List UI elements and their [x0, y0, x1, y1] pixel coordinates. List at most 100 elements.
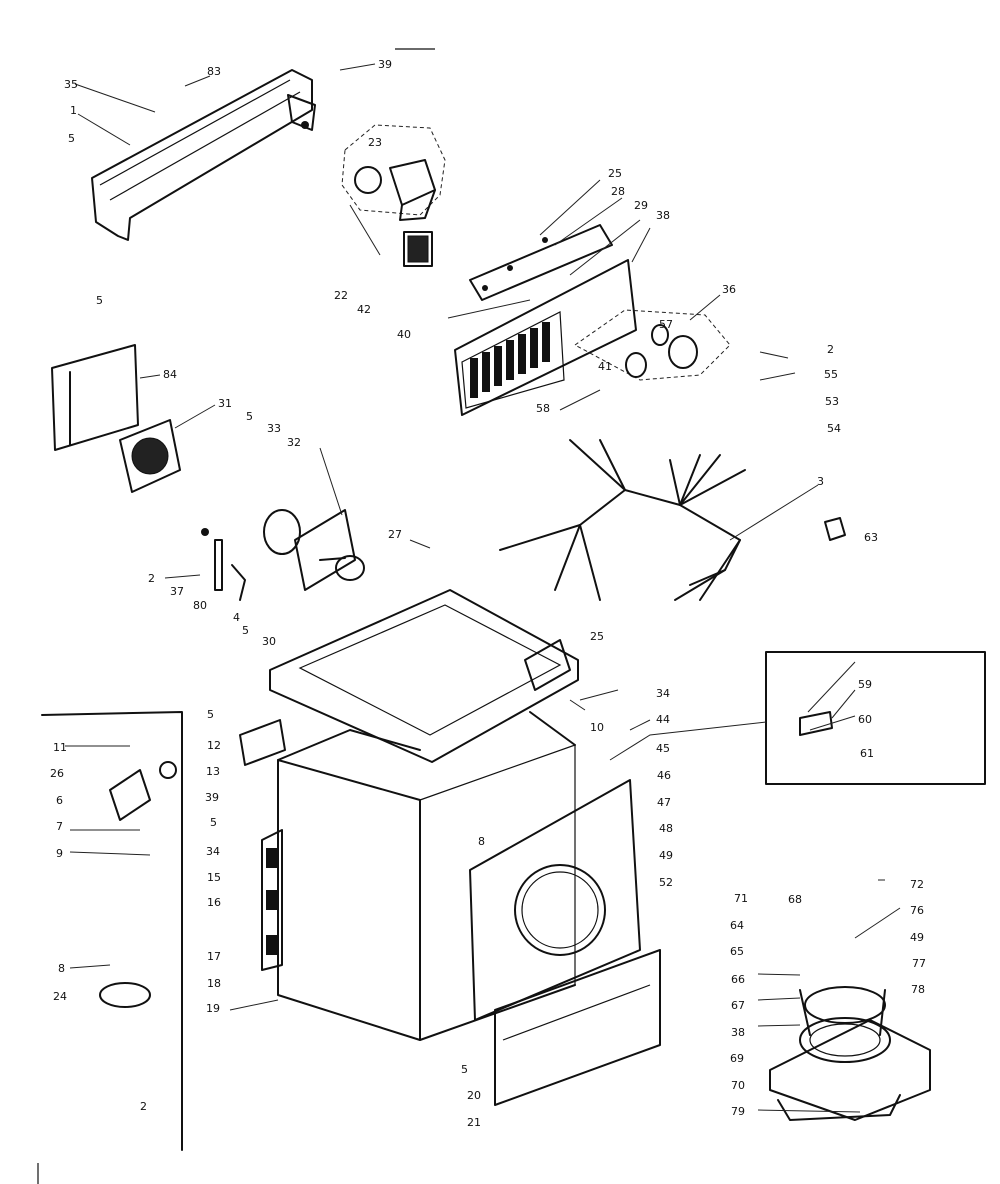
timer-switch-group	[341, 124, 446, 221]
callout-label: 76	[910, 904, 924, 917]
cabinet	[277, 711, 576, 1041]
callout-label: 1	[70, 104, 77, 117]
callout-label: 34	[206, 845, 220, 858]
callout-label: 15	[207, 871, 221, 884]
callout-label: 44	[656, 713, 670, 726]
callout-label: 58	[536, 402, 550, 415]
callout-label: 35	[64, 78, 78, 91]
callout-label: 5	[207, 708, 214, 721]
callout-label: 68	[788, 893, 802, 906]
callout-label: 83	[207, 65, 221, 78]
callout-label: 52	[659, 876, 673, 889]
callout-label: 2	[827, 343, 834, 356]
fan-shield	[51, 344, 139, 451]
callout-label: 61	[860, 747, 874, 760]
front-panel	[469, 779, 641, 1021]
callout-label: 5	[210, 816, 217, 829]
mounting-plate	[469, 224, 613, 301]
callout-label: 5	[68, 132, 75, 145]
callout-label: 48	[659, 822, 673, 835]
callout-label: 70	[731, 1079, 745, 1092]
callout-label: 8	[478, 835, 485, 848]
callout-label: 25	[590, 630, 604, 643]
callout-label: 32	[287, 436, 301, 449]
callout-label: 80	[193, 599, 207, 612]
callout-label: 63	[864, 531, 878, 544]
callout-label: 45	[656, 742, 670, 755]
callout-label: 57	[659, 318, 673, 331]
callout-label: 53	[825, 395, 839, 408]
callout-label: 27	[388, 528, 402, 541]
motor-base-assembly	[769, 986, 931, 1121]
callout-label: 60	[858, 713, 872, 726]
callout-label: 8	[58, 962, 65, 975]
callout-label: 31	[218, 397, 232, 410]
control-panel	[454, 259, 637, 416]
callout-label: 78	[911, 983, 925, 996]
fan-motor	[119, 419, 181, 493]
callout-label: 16	[207, 896, 221, 909]
callout-label: 77	[912, 957, 926, 970]
callout-label: 65	[730, 945, 744, 958]
callout-label: 24	[53, 990, 67, 1003]
callout-label: 30	[262, 635, 276, 648]
callout-label: 37	[170, 585, 184, 598]
callout-label: 4	[233, 611, 240, 624]
clip-part-63	[824, 517, 846, 541]
callout-label: 2	[148, 572, 155, 585]
top-cover	[269, 589, 579, 763]
callout-label: 23	[368, 136, 382, 149]
inset-panel-right	[609, 651, 986, 785]
relay-part	[403, 231, 433, 267]
callout-label: 64	[730, 919, 744, 932]
callout-label: 38	[656, 209, 670, 222]
side-plate-12	[239, 719, 286, 766]
callout-label: 3	[817, 475, 824, 488]
small-bracket	[201, 528, 246, 601]
callout-label: 40	[397, 328, 411, 341]
callout-label: 39	[378, 58, 392, 71]
pump-motor	[263, 509, 365, 591]
callout-label: 66	[731, 973, 745, 986]
wire-harness	[499, 439, 746, 601]
callout-label: 29	[634, 199, 648, 212]
console-rail-part	[91, 69, 316, 241]
callout-label: 42	[357, 303, 371, 316]
callout-label: 36	[722, 283, 736, 296]
inset-panel-left	[41, 711, 183, 1151]
callout-label: 6	[56, 794, 63, 807]
callout-labels: 35 83 39 1 5 23 25 28 29 38 22 42 40 36 …	[50, 58, 926, 1129]
callout-label: 7	[56, 820, 63, 833]
callout-label: 59	[858, 678, 872, 691]
callout-label: 34	[656, 687, 670, 700]
callout-label: 79	[731, 1105, 745, 1118]
callout-label: 2	[140, 1100, 147, 1113]
callout-label: 47	[657, 796, 671, 809]
callout-label: 10	[590, 721, 604, 734]
callout-label: 13	[206, 765, 220, 778]
callout-label: 5	[96, 294, 103, 307]
callout-label: 22	[334, 289, 348, 302]
callout-label: 84	[163, 368, 177, 381]
callout-label: 39	[205, 791, 219, 804]
callout-label: 5	[242, 624, 249, 637]
callout-label: 41	[598, 360, 612, 373]
callout-label: 21	[467, 1116, 481, 1129]
callout-label: 49	[910, 931, 924, 944]
callout-label: 28	[611, 185, 625, 198]
callout-label: 72	[910, 878, 924, 891]
callout-label: 69	[730, 1052, 744, 1065]
leader-lines	[65, 63, 901, 1113]
callout-label: 46	[657, 769, 671, 782]
callout-label: 5	[246, 410, 253, 423]
callout-label: 49	[659, 849, 673, 862]
callout-label: 33	[267, 422, 281, 435]
callout-label: 38	[731, 1026, 745, 1039]
callout-label: 71	[734, 892, 748, 905]
callout-label: 5	[461, 1063, 468, 1076]
knob-group	[574, 309, 731, 381]
callout-label: 17	[207, 950, 221, 963]
callout-label: 67	[731, 999, 745, 1012]
callout-label: 55	[824, 368, 838, 381]
callout-label: 54	[827, 422, 841, 435]
